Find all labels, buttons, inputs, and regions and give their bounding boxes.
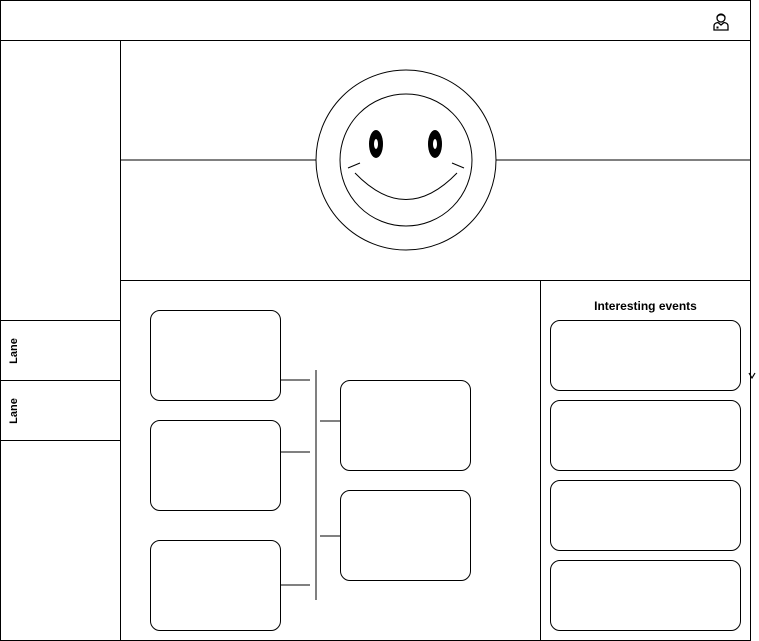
chevron-down-icon — [748, 372, 756, 380]
flow-box-right-1[interactable] — [340, 380, 471, 471]
event-card[interactable] — [550, 480, 741, 551]
event-card[interactable] — [550, 400, 741, 471]
smiley-face-icon — [315, 69, 497, 251]
event-card[interactable] — [550, 320, 741, 391]
event-card[interactable] — [550, 560, 741, 631]
flow-box-right-2[interactable] — [340, 490, 471, 581]
header-bar — [0, 0, 751, 41]
events-panel-title: Interesting events — [594, 299, 697, 313]
flow-box-left-2[interactable] — [150, 420, 281, 511]
flow-box-left-3[interactable] — [150, 540, 281, 631]
user-icon[interactable] — [711, 12, 731, 32]
lane-row-1: Lane — [0, 320, 121, 381]
flow-box-left-1[interactable] — [150, 310, 281, 401]
